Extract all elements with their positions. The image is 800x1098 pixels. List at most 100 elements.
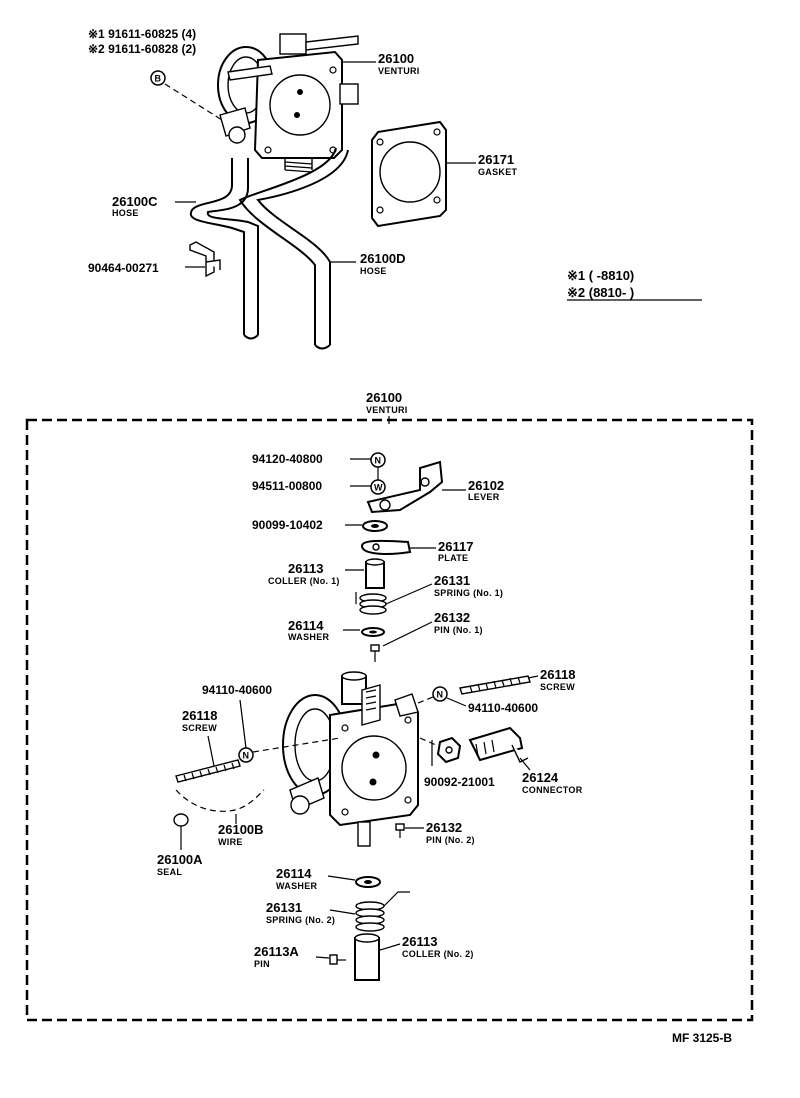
pin2-number: 26132 bbox=[426, 820, 462, 835]
wire-26100b bbox=[175, 789, 265, 812]
svg-text:B: B bbox=[155, 74, 162, 84]
lever-26102 bbox=[366, 460, 444, 514]
p90099-number: 90099-10402 bbox=[252, 518, 323, 532]
washer2-name: WASHER bbox=[276, 881, 318, 891]
n-left-dash bbox=[252, 737, 341, 753]
washer-90099-10402 bbox=[362, 520, 388, 532]
plate-26117 bbox=[360, 539, 412, 555]
leader-screw-right bbox=[527, 675, 539, 679]
seal-26100a bbox=[173, 813, 189, 827]
connector-26124 bbox=[468, 726, 529, 763]
leader-coller2 bbox=[379, 943, 401, 951]
lever-name: LEVER bbox=[468, 492, 500, 502]
plate-name: PLATE bbox=[438, 553, 468, 563]
coller-no1-26113 bbox=[365, 558, 385, 589]
leader-94110-right bbox=[446, 697, 467, 707]
venturi-top-number: 26100 bbox=[378, 51, 414, 66]
n-marker-94110-left: N bbox=[238, 747, 254, 763]
screw-right-number: 26118 bbox=[540, 667, 575, 682]
connector-name: CONNECTOR bbox=[522, 785, 583, 795]
hose-c-name: HOSE bbox=[112, 208, 139, 218]
p94110-left-number: 94110-40600 bbox=[202, 683, 272, 697]
nut-dash bbox=[419, 737, 437, 746]
seal-number: 26100A bbox=[157, 852, 203, 867]
gasket-26171 bbox=[371, 120, 447, 228]
leader-pin1 bbox=[382, 621, 433, 647]
pin-26113a bbox=[329, 954, 346, 965]
star2-range-label: ※2 (8810- ) bbox=[567, 285, 634, 300]
screw-left-name: SCREW bbox=[182, 723, 217, 733]
leader-connector bbox=[519, 757, 531, 771]
washer2-number: 26114 bbox=[276, 866, 312, 881]
svg-text:N: N bbox=[243, 751, 250, 761]
n-marker-94120: N bbox=[370, 452, 386, 468]
leader-spring1 bbox=[385, 583, 433, 605]
frame-venturi-name: VENTURI bbox=[366, 405, 408, 415]
washer1-name: WASHER bbox=[288, 632, 330, 642]
pin3-name: PIN bbox=[254, 959, 270, 969]
hose-d-name: HOSE bbox=[360, 266, 387, 276]
venturi-throttle-body bbox=[282, 671, 419, 847]
screw-right-name: SCREW bbox=[540, 682, 575, 692]
p94511-number: 94511-00800 bbox=[252, 479, 322, 493]
leader-screw-left bbox=[207, 735, 215, 767]
gasket-number: 26171 bbox=[478, 152, 514, 167]
hose-26100d bbox=[238, 147, 349, 350]
coller1-number: 26113 bbox=[288, 561, 323, 576]
seal-name: SEAL bbox=[157, 867, 182, 877]
b-leader-line bbox=[164, 83, 223, 121]
pin2-name: PIN (No. 2) bbox=[426, 835, 475, 845]
leader-94110-left bbox=[239, 699, 247, 749]
pin3-number: 26113A bbox=[254, 944, 299, 959]
coller1-name: COLLER (No. 1) bbox=[268, 576, 340, 586]
pin-no1-26132 bbox=[370, 644, 380, 662]
hose-d-number: 26100D bbox=[360, 251, 406, 266]
screw-left-number: 26118 bbox=[182, 708, 217, 723]
screw-right-26118 bbox=[459, 675, 531, 695]
b-marker: B bbox=[150, 70, 166, 86]
plate-number: 26117 bbox=[438, 539, 473, 554]
star1-range-label: ※1 ( -8810) bbox=[567, 268, 634, 283]
coller2-name: COLLER (No. 2) bbox=[402, 949, 474, 959]
p94110-right-number: 94110-40600 bbox=[468, 701, 538, 715]
clamp-90464-00271 bbox=[189, 241, 221, 278]
washer-26114-lower bbox=[355, 876, 381, 888]
wire-number: 26100B bbox=[218, 822, 264, 837]
spring2-name: SPRING (No. 2) bbox=[266, 915, 335, 925]
spring1-number: 26131 bbox=[434, 573, 470, 588]
svg-text:N: N bbox=[375, 456, 382, 466]
leader-washer2 bbox=[327, 875, 356, 881]
spring1-name: SPRING (No. 1) bbox=[434, 588, 503, 598]
star1-code-label: ※1 91611-60825 (4) bbox=[88, 27, 196, 41]
washer1-number: 26114 bbox=[288, 618, 324, 633]
venturi-breakdown-frame bbox=[25, 418, 754, 1022]
washer-26114-upper bbox=[361, 627, 385, 637]
venturi-top-name: VENTURI bbox=[378, 66, 420, 76]
svg-text:W: W bbox=[374, 483, 383, 493]
w-marker-94511: W bbox=[370, 479, 386, 495]
figure-reference: MF 3125-B bbox=[672, 1031, 732, 1045]
star2-code-label: ※2 91611-60828 (2) bbox=[88, 42, 196, 56]
wire-name: WIRE bbox=[218, 837, 243, 847]
spring-no1-26131 bbox=[355, 592, 387, 615]
nut-number: 90092-21001 bbox=[424, 775, 495, 789]
pin1-number: 26132 bbox=[434, 610, 470, 625]
svg-text:N: N bbox=[437, 690, 444, 700]
coller-no2-26113 bbox=[354, 933, 380, 981]
connector-number: 26124 bbox=[522, 770, 559, 785]
coller2-number: 26113 bbox=[402, 934, 437, 949]
leader-pin3 bbox=[315, 956, 330, 959]
n-marker-94110-right: N bbox=[432, 686, 448, 702]
screw-left-26118 bbox=[175, 759, 241, 783]
pin-no2-26132 bbox=[395, 823, 405, 838]
hose-26100c bbox=[189, 158, 259, 340]
n-right-dash bbox=[417, 696, 434, 704]
lever-number: 26102 bbox=[468, 478, 504, 493]
leader-spring2 bbox=[329, 909, 356, 915]
spring-no2-26131 bbox=[355, 891, 410, 932]
spring2-number: 26131 bbox=[266, 900, 302, 915]
p94120-number: 94120-40800 bbox=[252, 452, 323, 466]
frame-venturi-number: 26100 bbox=[366, 390, 402, 405]
hose-c-number: 26100C bbox=[112, 194, 158, 209]
